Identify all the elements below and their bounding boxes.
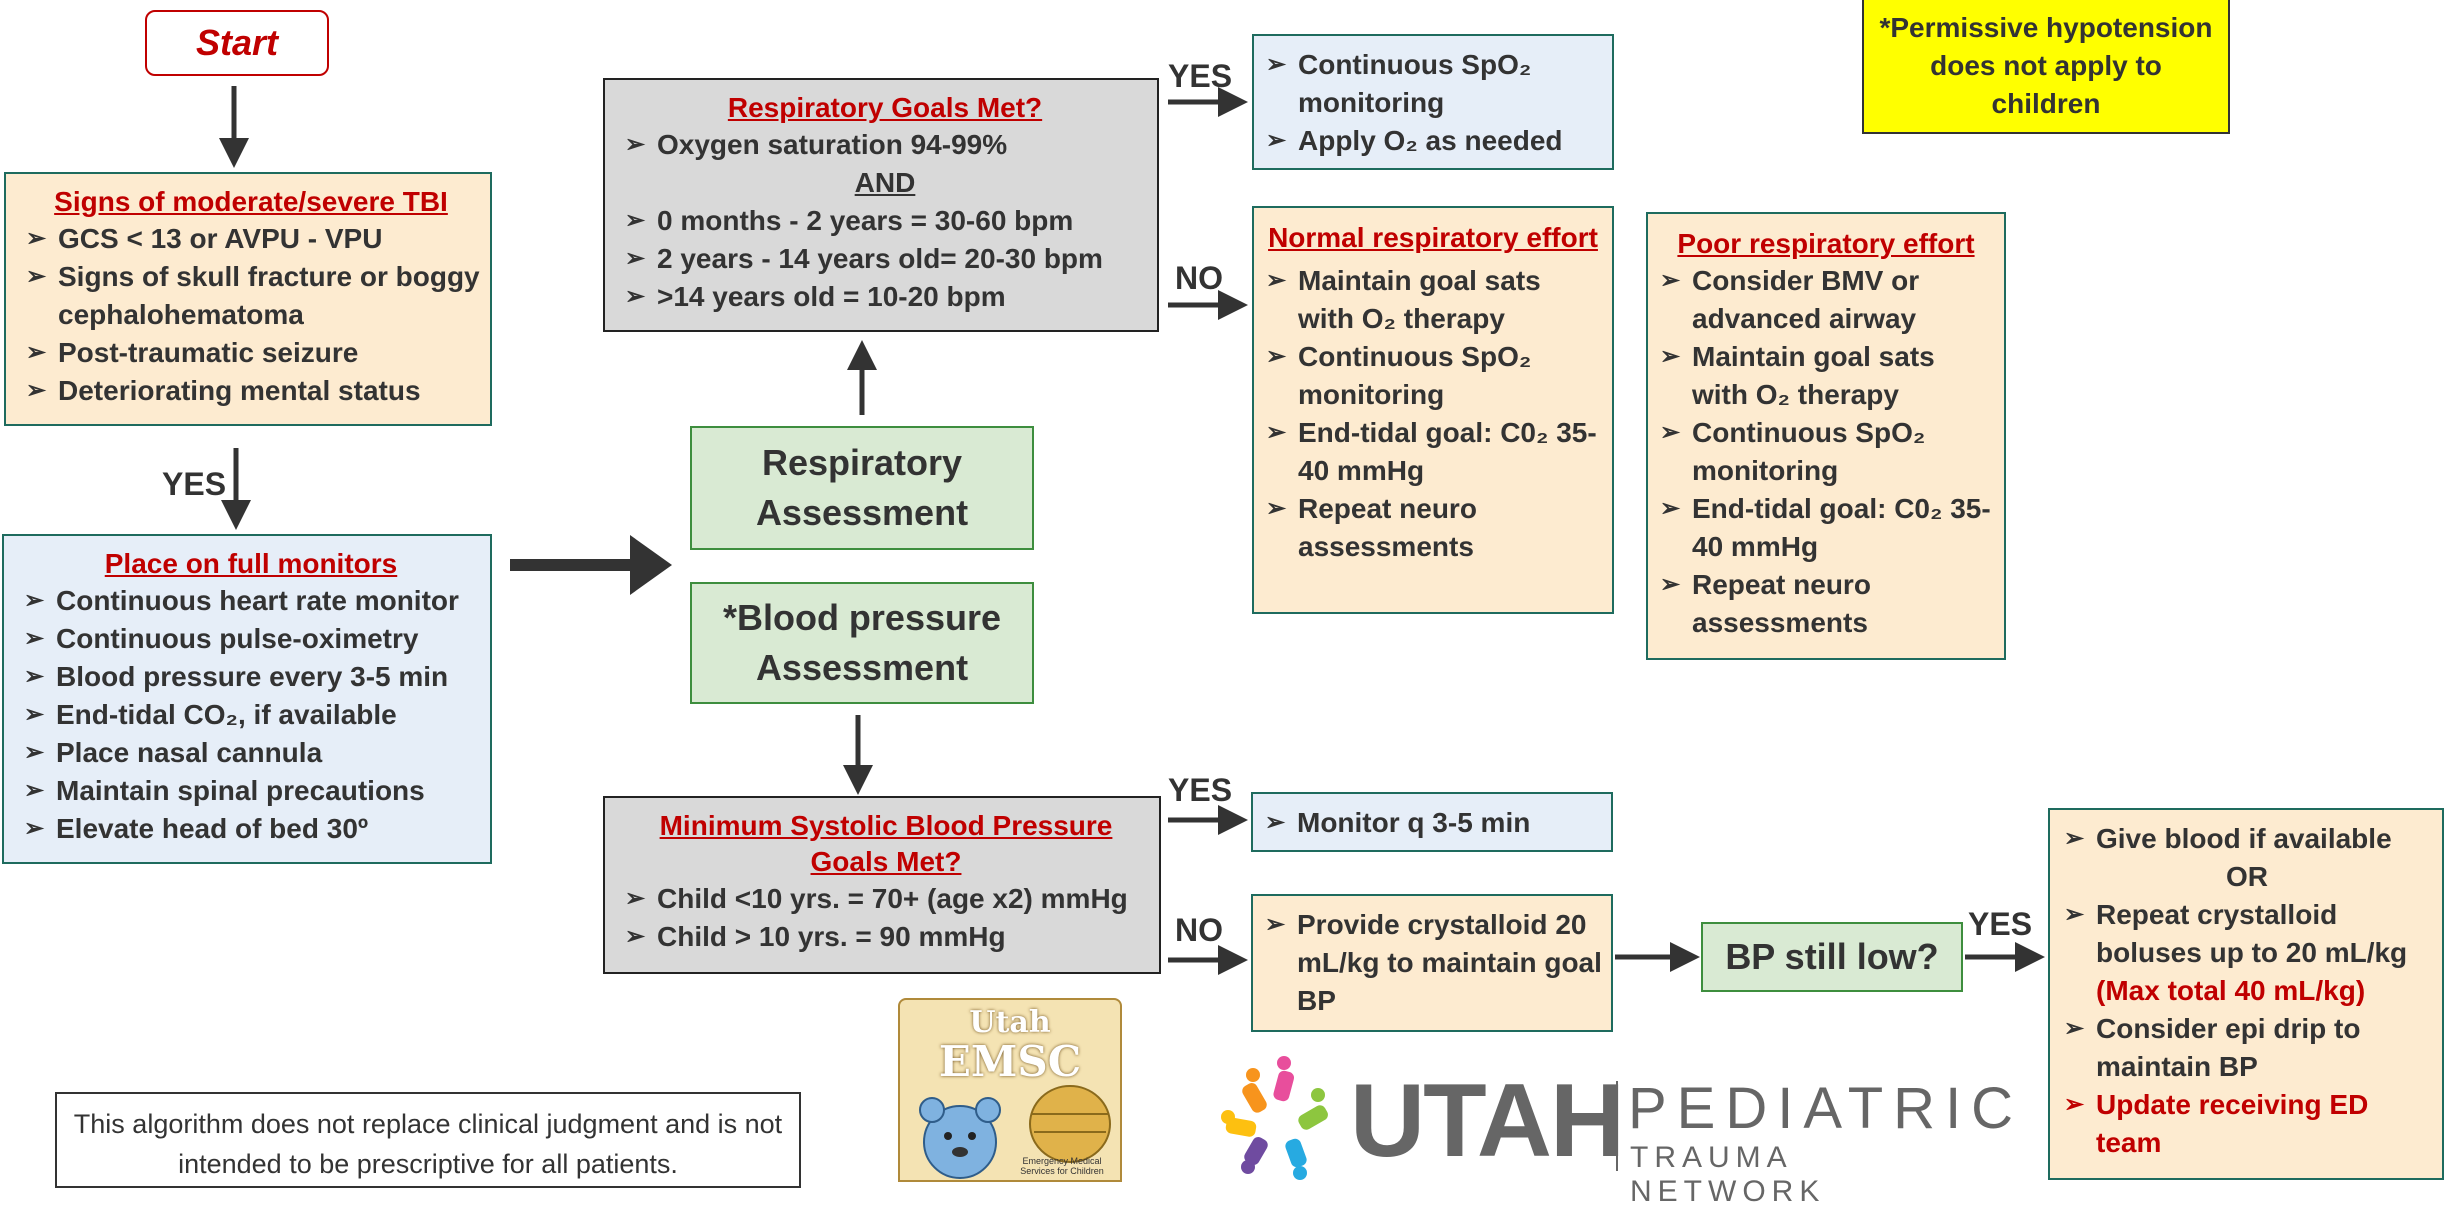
monitors-item: Continuous pulse-oximetry — [20, 620, 482, 658]
crystalloid-box: Provide crystalloid 20 mL/kg to maintain… — [1251, 894, 1613, 1032]
tbi-item: Post-traumatic seizure — [22, 334, 480, 372]
resp-goals-item: 2 years - 14 years old= 20-30 bpm — [621, 240, 1149, 278]
monitors-item: Maintain spinal precautions — [20, 772, 482, 810]
tbi-title: Signs of moderate/severe TBI — [54, 186, 448, 217]
bp-assessment-box: *Blood pressure Assessment — [690, 582, 1034, 704]
sbp-goals-box: Minimum Systolic Blood Pressure Goals Me… — [603, 796, 1161, 974]
monitors-item: Place nasal cannula — [20, 734, 482, 772]
bp-assessment-label: *Blood pressure Assessment — [722, 597, 1002, 688]
poor-effort-box: Poor respiratory effort Consider BMV or … — [1646, 212, 2006, 660]
monitors-item: Elevate head of bed 30º — [20, 810, 482, 848]
uptn-divider — [1616, 1081, 1618, 1171]
poor-effort-title: Poor respiratory effort — [1677, 228, 1975, 259]
monitors-item: Blood pressure every 3-5 min — [20, 658, 482, 696]
monitors-item: End-tidal CO₂, if available — [20, 696, 482, 734]
resp-goals-and: AND — [854, 167, 916, 198]
uptn-word-pediatric: PEDIATRIC — [1628, 1076, 2024, 1141]
no-label-resp: NO — [1175, 260, 1223, 296]
start-label: Start — [195, 22, 279, 63]
crystalloid-item: Provide crystalloid 20 mL/kg to maintain… — [1261, 906, 1603, 1020]
yes-label-tbi: YES — [162, 466, 227, 502]
tbi-item: GCS < 13 or AVPU - VPU — [22, 220, 480, 258]
disclaimer-text: This algorithm does not replace clinical… — [73, 1109, 783, 1179]
uptn-people-icon — [1221, 1056, 1328, 1180]
blood-item-update: Update receiving ED team — [2060, 1086, 2434, 1162]
spo2-item: Continuous SpO₂ monitoring — [1262, 46, 1604, 122]
emsc-logo-line1: Utah — [969, 1005, 1051, 1040]
sbp-goals-item: Child > 10 yrs. = 90 mmHg — [621, 918, 1151, 956]
poor-effort-item: Maintain goal sats with O₂ therapy — [1656, 338, 1996, 414]
monitor-q-box: Monitor q 3-5 min — [1251, 792, 1613, 852]
resp-goals-title: Respiratory Goals Met? — [727, 92, 1043, 123]
resp-assessment-box: Respiratory Assessment — [690, 426, 1034, 550]
sbp-goals-title: Minimum Systolic Blood Pressure Goals Me… — [659, 810, 1113, 877]
full-monitors-box: Place on full monitors Continuous heart … — [2, 534, 492, 864]
permissive-hypotension-note: *Permissive hypotension does not apply t… — [1862, 0, 2230, 134]
normal-effort-item: Repeat neuro assessments — [1262, 490, 1604, 566]
blood-item: Consider epi drip to maintain BP — [2060, 1010, 2434, 1086]
monitors-title: Place on full monitors — [104, 548, 398, 579]
bear-and-beehive-icon — [919, 1085, 1111, 1179]
flow-arrows — [219, 86, 2045, 975]
uptn-logo: UTAH PEDIATRIC TRAUMA NETWORK — [1218, 1055, 2013, 1208]
yes-label-sbp: YES — [1168, 772, 1233, 808]
uptn-word-trauma: TRAUMA NETWORK — [1630, 1141, 1826, 1208]
resp-goals-item: >14 years old = 10-20 bpm — [621, 278, 1149, 316]
spo2-item: Apply O₂ as needed — [1262, 122, 1604, 160]
resp-goals-item: 0 months - 2 years = 30-60 bpm — [621, 202, 1149, 240]
resp-goals-item: Oxygen saturation 94-99% — [621, 126, 1149, 164]
monitor-q-item: Monitor q 3-5 min — [1261, 804, 1603, 842]
blood-item-max: (Max total 40 mL/kg) — [2096, 975, 2366, 1006]
emsc-logo-line2: EMSC — [938, 1037, 1082, 1086]
emsc-logo-tag: Emergency Medical Services for Children — [1020, 1156, 1104, 1176]
poor-effort-item: Repeat neuro assessments — [1656, 566, 1996, 642]
monitors-item: Continuous heart rate monitor — [20, 582, 482, 620]
uptn-word-utah: UTAH — [1350, 1063, 1625, 1179]
resp-goals-box: Respiratory Goals Met? Oxygen saturation… — [603, 78, 1159, 332]
sbp-goals-item: Child <10 yrs. = 70+ (age x2) mmHg — [621, 880, 1151, 918]
normal-effort-title: Normal respiratory effort — [1268, 222, 1598, 253]
poor-effort-item: Continuous SpO₂ monitoring — [1656, 414, 1996, 490]
spo2-monitor-box: Continuous SpO₂ monitoring Apply O₂ as n… — [1252, 34, 1614, 170]
resp-assessment-label: Respiratory Assessment — [755, 442, 969, 533]
start-node: Start — [145, 10, 329, 76]
blood-item: Give blood if available — [2060, 820, 2434, 858]
bp-still-low-label: BP still low? — [1725, 936, 1939, 977]
yes-label-resp: YES — [1168, 58, 1233, 94]
normal-effort-item: Continuous SpO₂ monitoring — [1262, 338, 1604, 414]
blood-or: OR — [2226, 861, 2268, 892]
arrow-monitors-head — [630, 535, 672, 595]
blood-item-text: Repeat crystalloid boluses up to 20 mL/k… — [2096, 899, 2408, 968]
bp-still-low-box: BP still low? — [1701, 922, 1963, 992]
utah-emsc-logo: Utah EMSC Emergency Medical Services for… — [898, 998, 1122, 1182]
disclaimer-box: This algorithm does not replace clinical… — [55, 1092, 801, 1188]
permissive-text: *Permissive hypotension does not apply t… — [1879, 12, 2213, 119]
normal-effort-box: Normal respiratory effort Maintain goal … — [1252, 206, 1614, 614]
poor-effort-item: End-tidal goal: C0₂ 35-40 mmHg — [1656, 490, 1996, 566]
tbi-signs-box: Signs of moderate/severe TBI GCS < 13 or… — [4, 172, 492, 426]
tbi-item: Signs of skull fracture or boggy cephalo… — [22, 258, 480, 334]
yes-label-bplow: YES — [1968, 906, 2033, 942]
poor-effort-item: Consider BMV or advanced airway — [1656, 262, 1996, 338]
normal-effort-item: End-tidal goal: C0₂ 35-40 mmHg — [1262, 414, 1604, 490]
normal-effort-item: Maintain goal sats with O₂ therapy — [1262, 262, 1604, 338]
give-blood-box: Give blood if available OR Repeat crysta… — [2048, 808, 2444, 1180]
no-label-sbp: NO — [1175, 912, 1223, 948]
blood-item: Repeat crystalloid boluses up to 20 mL/k… — [2060, 896, 2434, 1010]
tbi-item: Deteriorating mental status — [22, 372, 480, 410]
